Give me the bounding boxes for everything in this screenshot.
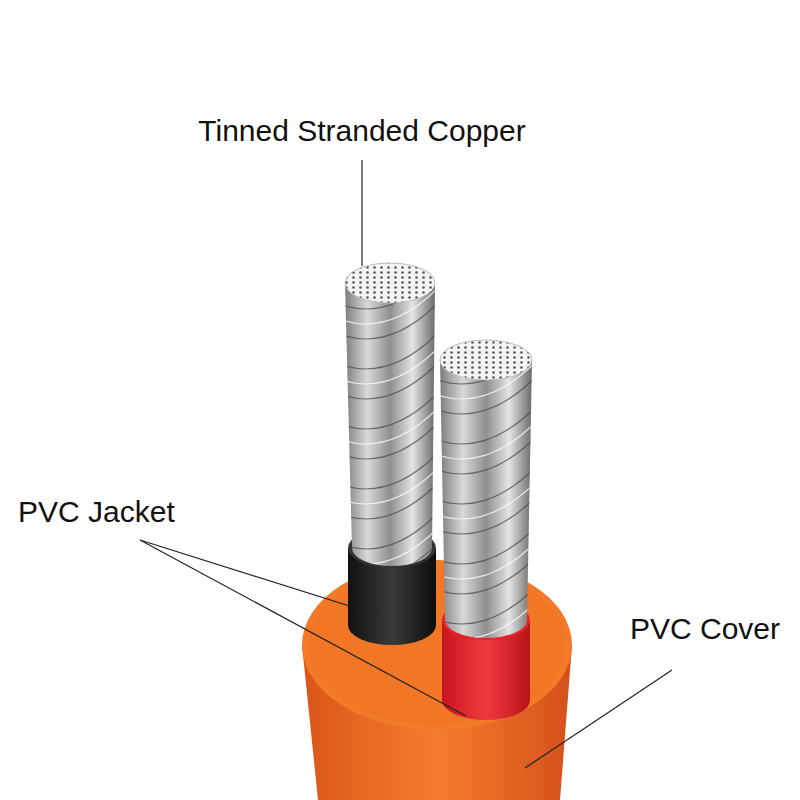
strand-twist xyxy=(330,260,450,579)
part-label: PVC Cover xyxy=(630,612,780,645)
part-label: PVC Jacket xyxy=(18,495,175,528)
cover-top xyxy=(302,560,572,730)
strand-ends xyxy=(345,263,435,303)
copper-strands xyxy=(440,360,532,638)
leader-line xyxy=(525,670,672,768)
leader-line xyxy=(140,540,466,716)
leader-line xyxy=(361,160,362,266)
strand-ends xyxy=(440,340,532,380)
strand-twist xyxy=(425,335,547,654)
part-label: Tinned Stranded Copper xyxy=(198,114,525,147)
